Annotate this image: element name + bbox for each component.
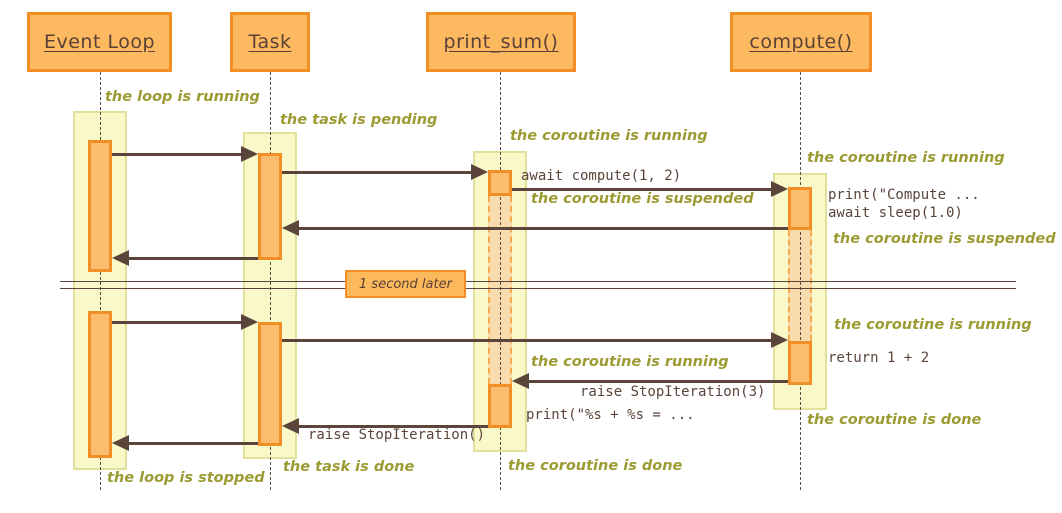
state-note: the coroutine is suspended xyxy=(531,191,754,207)
state-note: the coroutine is running xyxy=(834,317,1032,333)
message-arrow-event-loop-to-task xyxy=(112,153,243,156)
activation-bar-compute xyxy=(788,187,812,230)
code-label: raise StopIteration(3) xyxy=(580,384,766,400)
divider-line-bottom xyxy=(60,288,1016,289)
arrowhead-right-icon xyxy=(771,332,788,348)
code-label: await sleep(1.0) xyxy=(828,205,963,221)
message-arrow-task-to-compute xyxy=(282,339,773,342)
activation-bar-compute xyxy=(788,341,812,385)
divider-box: 1 second later xyxy=(345,270,466,298)
participant-label: compute() xyxy=(749,31,853,53)
arrowhead-left-icon xyxy=(112,435,129,451)
state-note: the coroutine is suspended xyxy=(833,231,1056,247)
message-arrow-compute-to-print-sum xyxy=(527,380,788,383)
arrowhead-left-icon xyxy=(282,418,299,434)
state-note: the coroutine is done xyxy=(807,412,982,428)
activation-bar-print-sum xyxy=(488,170,512,196)
arrowhead-left-icon xyxy=(512,373,529,389)
participant-label: Task xyxy=(248,31,292,53)
state-note: the loop is stopped xyxy=(107,470,265,486)
arrowhead-left-icon xyxy=(112,250,129,266)
arrowhead-right-icon xyxy=(471,164,488,180)
code-label: return 1 + 2 xyxy=(828,350,930,366)
arrowhead-right-icon xyxy=(771,181,788,197)
activation-bar-task xyxy=(258,322,282,446)
participant-box-print-sum: print_sum() xyxy=(426,12,576,72)
participant-label: Event Loop xyxy=(43,31,156,53)
message-arrow-event-loop-to-task xyxy=(112,321,243,324)
divider-line-top xyxy=(60,281,1016,282)
activation-bar-print-sum xyxy=(488,384,512,428)
state-note: the task is done xyxy=(283,459,415,475)
message-arrow-task-to-event-loop xyxy=(127,257,258,260)
state-note: the coroutine is running xyxy=(807,150,1005,166)
message-arrow-compute-to-task xyxy=(297,227,788,230)
activation-bar-task xyxy=(258,153,282,260)
arrowhead-right-icon xyxy=(241,314,258,330)
message-arrow-task-to-event-loop xyxy=(127,442,258,445)
participant-box-compute: compute() xyxy=(730,12,872,72)
activation-bar-event-loop xyxy=(88,140,112,272)
state-note: the task is pending xyxy=(280,112,438,128)
participant-box-task: Task xyxy=(230,12,310,72)
code-label: print("%s + %s = ... xyxy=(526,407,695,423)
code-label: print("Compute ... xyxy=(828,187,980,203)
state-note: the loop is running xyxy=(105,89,260,105)
state-note: the coroutine is running xyxy=(531,354,729,370)
divider-label: 1 second later xyxy=(359,276,452,292)
message-arrow-task-to-print-sum xyxy=(282,171,473,174)
state-note: the coroutine is running xyxy=(510,128,708,144)
arrowhead-right-icon xyxy=(241,146,258,162)
arrowhead-left-icon xyxy=(282,220,299,236)
code-label: await compute(1, 2) xyxy=(521,168,682,184)
state-note: the coroutine is done xyxy=(508,458,683,474)
code-label: raise StopIteration() xyxy=(308,427,486,443)
participant-box-event-loop: Event Loop xyxy=(27,12,172,72)
message-arrow-print-sum-to-task xyxy=(297,425,488,428)
message-arrow-print-sum-to-compute xyxy=(512,188,773,191)
activation-bar-event-loop xyxy=(88,311,112,458)
participant-label: print_sum() xyxy=(443,31,559,53)
